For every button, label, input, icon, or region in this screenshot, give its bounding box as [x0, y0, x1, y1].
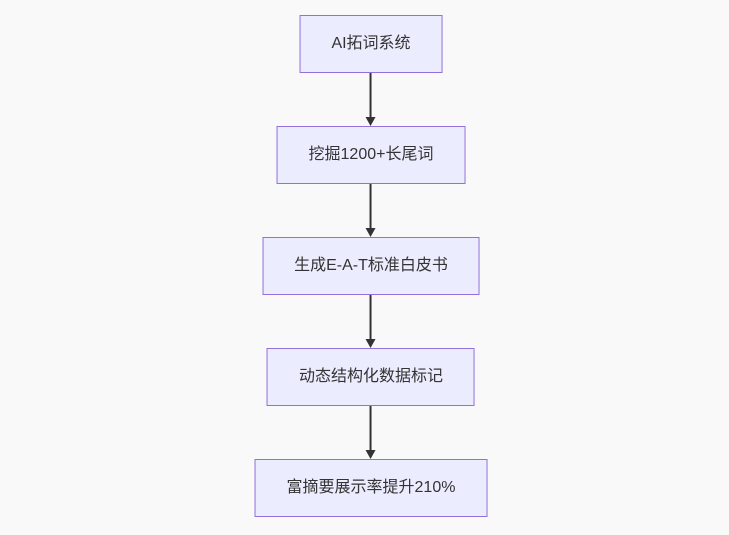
down-arrow-2 — [365, 184, 377, 237]
down-arrow-4 — [365, 406, 377, 459]
flow-node-structured-data-markup: 动态结构化数据标记 — [266, 348, 475, 406]
flow-node-rich-snippet-result: 富摘要展示率提升210% — [254, 459, 488, 517]
down-arrow-1 — [365, 73, 377, 126]
flow-node-eat-whitepaper: 生成E-A-T标准白皮书 — [262, 237, 480, 295]
flowchart: AI拓词系统 挖掘1200+长尾词 生成E-A-T标准白皮书 动态结构化数据标记… — [254, 15, 488, 517]
down-arrow-3 — [365, 295, 377, 348]
flow-node-ai-word-expansion: AI拓词系统 — [299, 15, 443, 73]
flow-node-longtail-mining: 挖掘1200+长尾词 — [276, 126, 466, 184]
